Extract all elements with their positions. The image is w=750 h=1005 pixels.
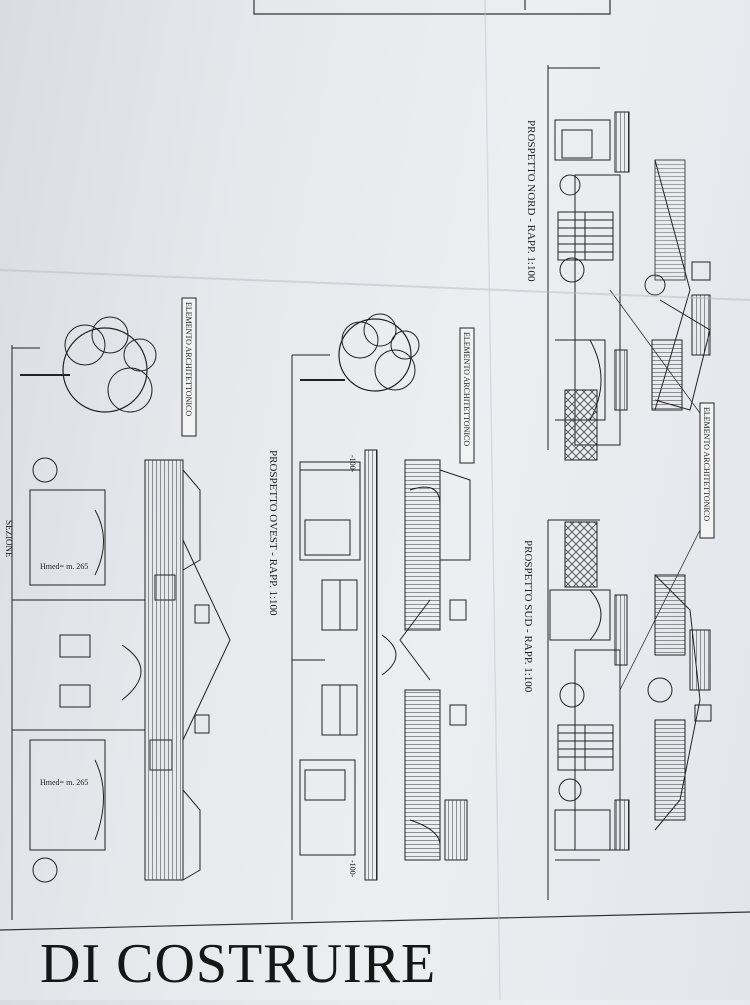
height-label-1: Hmed= m. 265 [40,562,88,571]
callout-elemento-2-text: ELEMENTO ARCHITETTONICO [462,332,471,446]
callout-elemento-3-text: ELEMENTO ARCHITETTONICO [702,407,711,521]
callout-elemento-1-text: ELEMENTO ARCHITETTONICO [184,302,193,416]
dimension-label-2: -100- [348,860,357,878]
tree-icon [300,313,420,392]
tree-icon [20,316,157,413]
callout-elemento-1: ELEMENTO ARCHITETTONICO [181,297,197,437]
label-prospetto-nord: PROSPETTO NORD - RAPP. 1:100 [525,120,537,282]
label-prospetto-ovest: PROSPETTO OVEST - RAPP. 1:100 [267,450,279,616]
callout-elemento-3: ELEMENTO ARCHITETTONICO [699,402,715,539]
label-prospetto-sud: PROSPETTO SUD - RAPP. 1:100 [522,540,534,693]
cut-section-text: SEZIONE [4,520,14,558]
left-section-drawing [11,316,231,920]
prospetto-sud-drawing [547,519,712,900]
top-frame-fragment [253,0,611,15]
prospetto-nord-drawing [547,65,711,461]
callout-elemento-2: ELEMENTO ARCHITETTONICO [459,327,475,464]
document-title: DI COSTRUIRE [40,933,437,995]
height-label-2: Hmed= m. 265 [40,778,88,787]
dimension-label-1: -100- [348,455,357,473]
prospetto-ovest-drawing [291,313,471,920]
